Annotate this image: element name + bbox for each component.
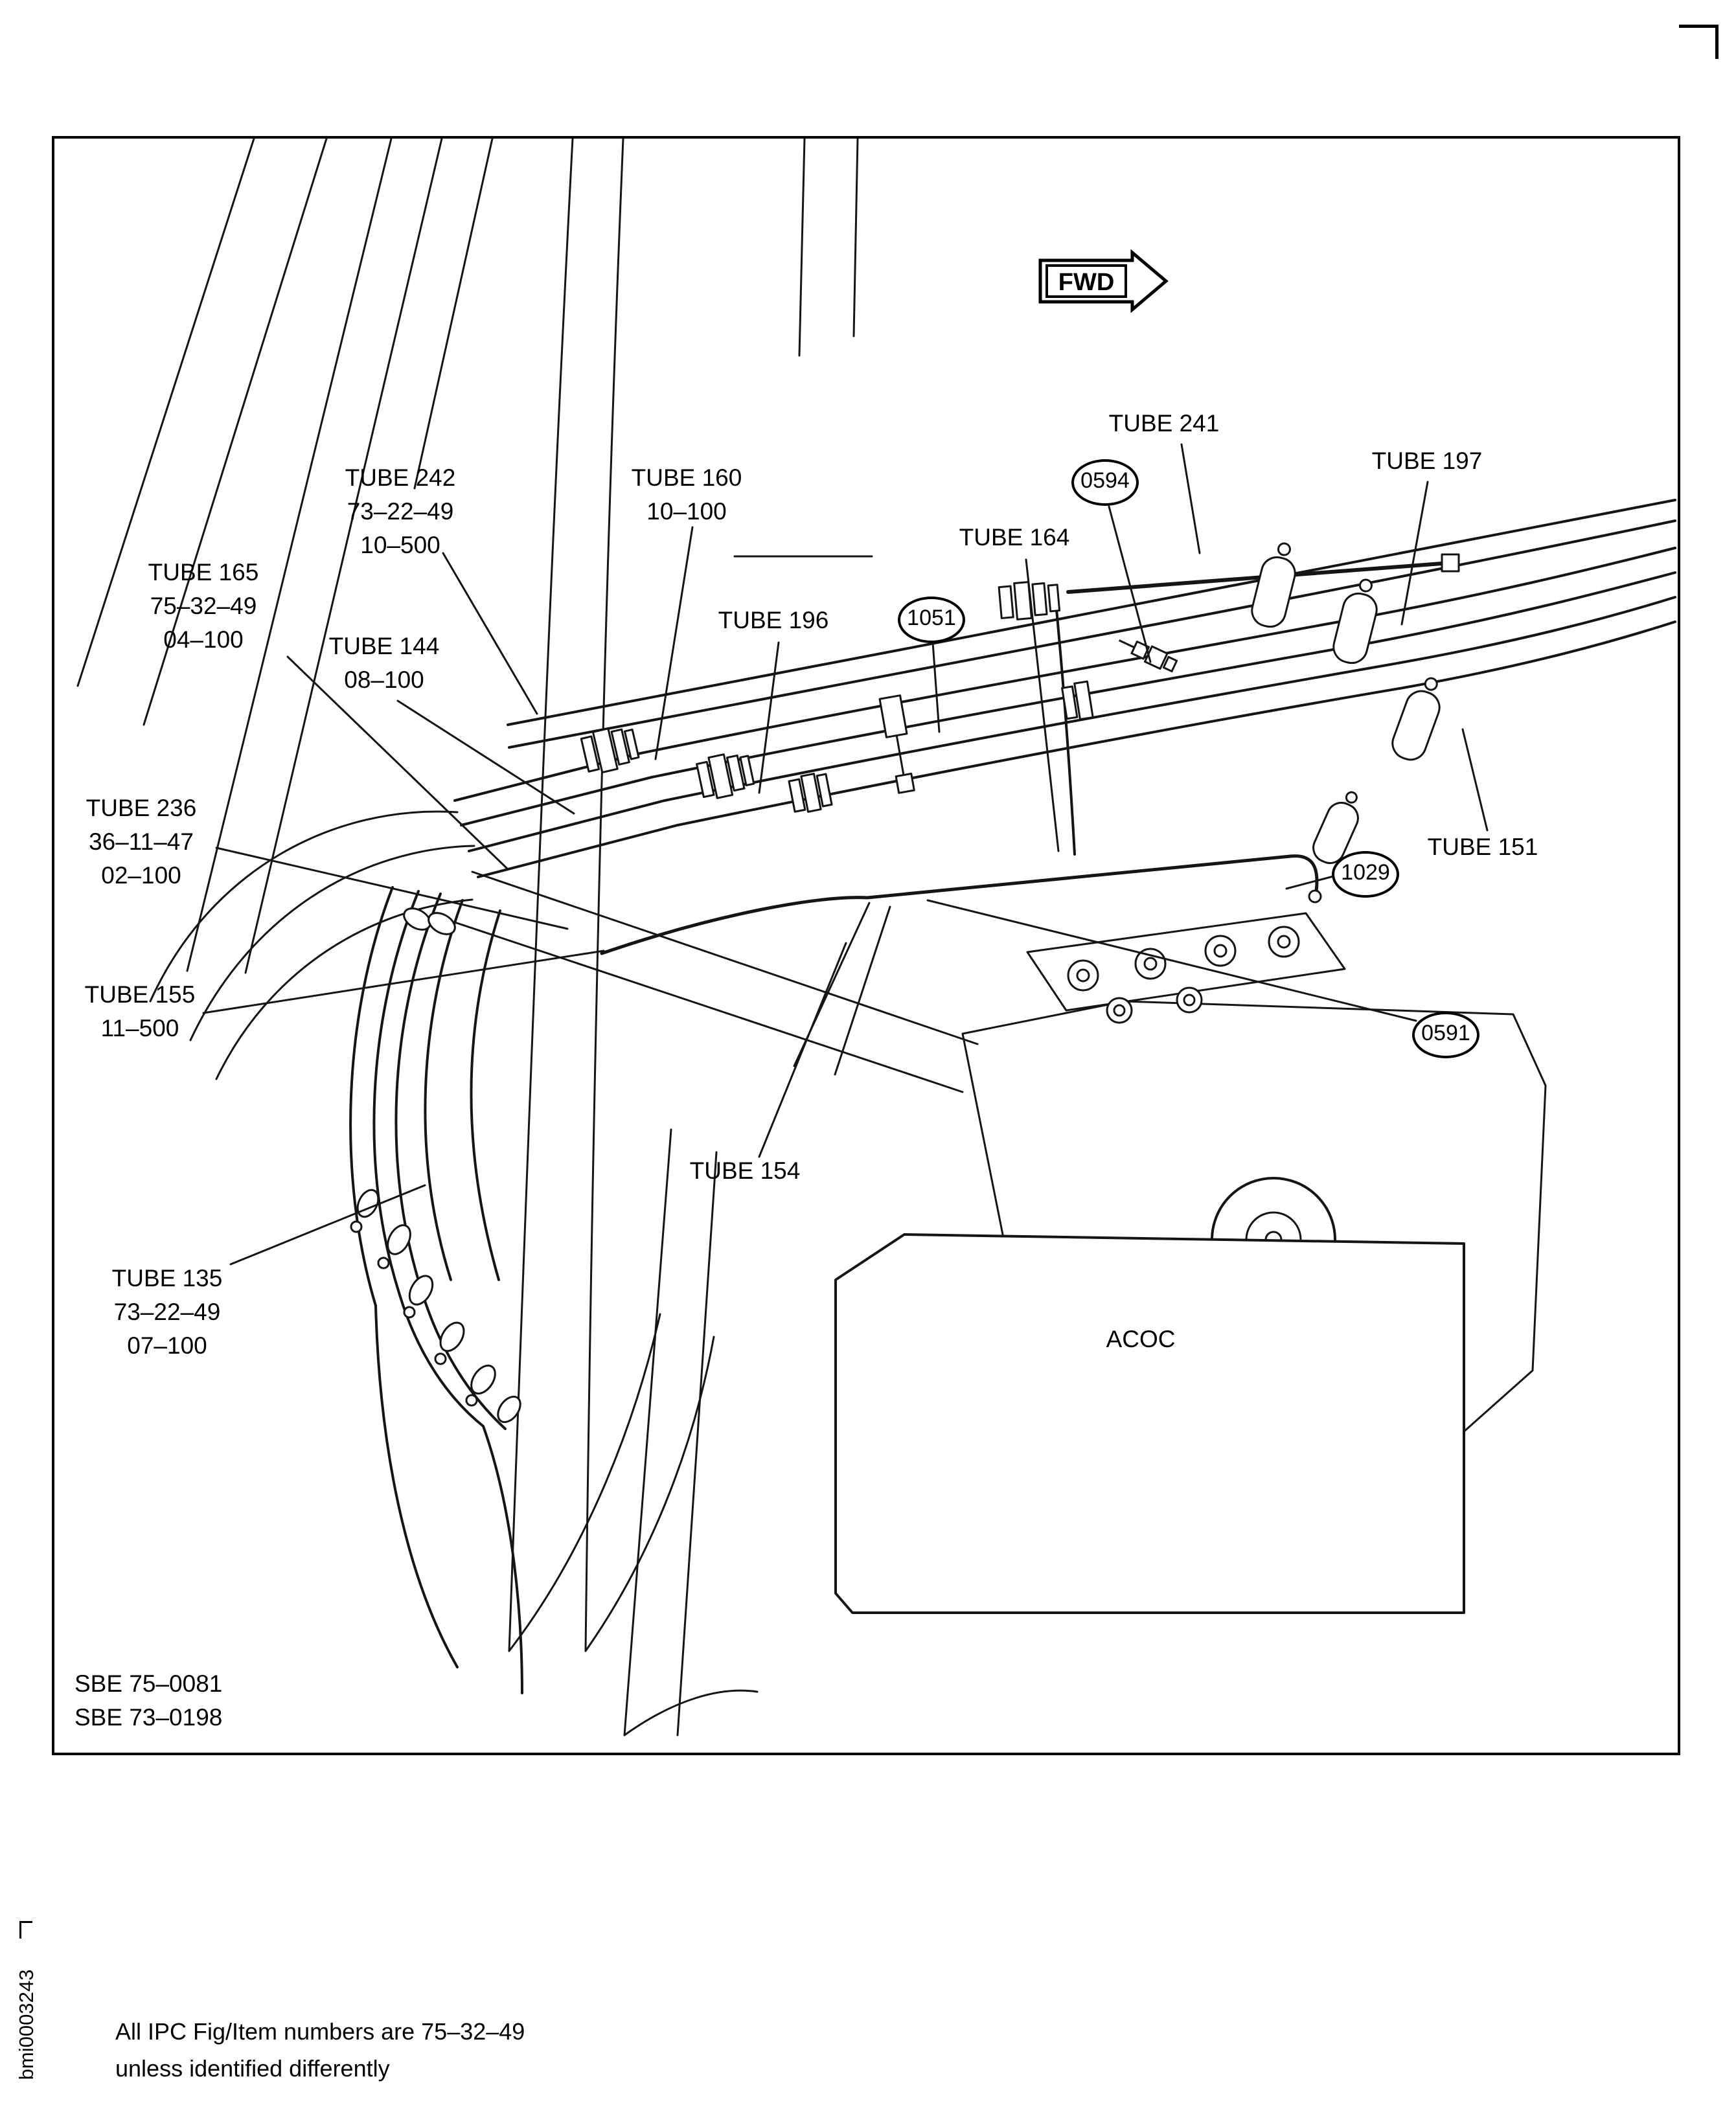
fwd-arrow-inner-box [1045,264,1127,298]
callout-line: TUBE 135 [111,1265,223,1291]
callout-line: TUBE 196 [718,607,829,633]
item-bubble-0591: 0591 [1412,1012,1479,1058]
tube-fittings [350,542,1460,1424]
callout-line: TUBE 165 [148,559,259,586]
callout-tube-135: TUBE 135 73–22–49 07–100 [57,1262,277,1363]
callout-line: TUBE 164 [959,524,1070,551]
callout-line: 07–100 [127,1332,207,1359]
callout-tube-242: TUBE 242 73–22–49 10–500 [290,461,510,562]
callout-line: 08–100 [344,666,424,693]
callout-tube-165: TUBE 165 75–32–49 04–100 [93,556,314,657]
acoc-panel [834,1233,1465,1614]
sbe-references: SBE 75–0081 SBE 73–0198 [74,1667,347,1735]
footer-note-line: All IPC Fig/Item numbers are 75–32–49 [115,2018,525,2045]
diagram-line-art [76,139,1676,1736]
callout-line: TUBE 155 [84,981,196,1008]
callout-line: 75–32–49 [150,593,257,619]
callout-line: TUBE 241 [1108,410,1220,437]
side-code-bracket [19,1921,32,1939]
tube-runs [349,499,1676,1694]
callout-line: 36–11–47 [89,828,194,855]
callout-line: TUBE 236 [86,795,197,821]
callout-tube-144: TUBE 144 08–100 [274,630,494,697]
callout-line: 02–100 [101,862,181,889]
callout-line: TUBE 160 [631,464,742,491]
callout-tube-160: TUBE 160 10–100 [577,461,797,529]
footer-note: All IPC Fig/Item numbers are 75–32–49 un… [115,2013,525,2087]
callout-line: 73–22–49 [347,498,454,525]
item-bubble-0594: 0594 [1071,459,1139,506]
item-bubble-1029: 1029 [1332,851,1399,898]
callout-line: TUBE 197 [1371,448,1483,474]
callout-line: TUBE 144 [328,633,440,659]
callout-line: TUBE 154 [689,1157,801,1184]
callout-line: ACOC [1106,1326,1176,1352]
sbe-ref-line: SBE 73–0198 [74,1704,223,1731]
sbe-ref-line: SBE 75–0081 [74,1670,223,1697]
leader-lines [202,443,1489,1266]
callout-tube-154: TUBE 154 [635,1154,855,1188]
fwd-arrow: FWD [1036,249,1172,313]
callout-line: 04–100 [163,626,244,653]
acoc-label: ACOC [1031,1323,1251,1356]
callout-line: TUBE 242 [345,464,456,491]
image-code-text: bmi0003243 [15,1969,38,2080]
page-corner-mark [1679,25,1719,59]
callout-tube-196: TUBE 196 [663,604,884,637]
callout-tube-197: TUBE 197 [1317,444,1537,478]
image-code: bmi0003243 [12,1940,41,2109]
callout-line: 10–100 [646,498,727,525]
item-bubble-1051: 1051 [898,597,965,643]
figure-frame [52,136,1680,1755]
callout-tube-236: TUBE 236 36–11–47 02–100 [31,791,251,893]
callout-tube-164: TUBE 164 [904,521,1125,554]
fwd-label: FWD [1058,269,1115,296]
callout-line: 73–22–49 [113,1299,221,1325]
callout-tube-155: TUBE 155 11–500 [30,978,250,1045]
callout-line: 11–500 [100,1015,179,1041]
footer-note-line: unless identified differently [115,2055,390,2082]
callout-line: 10–500 [360,532,440,558]
callout-tube-241: TUBE 241 [1054,407,1274,440]
callout-line: TUBE 151 [1427,834,1538,860]
callout-tube-151: TUBE 151 [1373,830,1593,864]
structure-lines [76,139,979,1736]
